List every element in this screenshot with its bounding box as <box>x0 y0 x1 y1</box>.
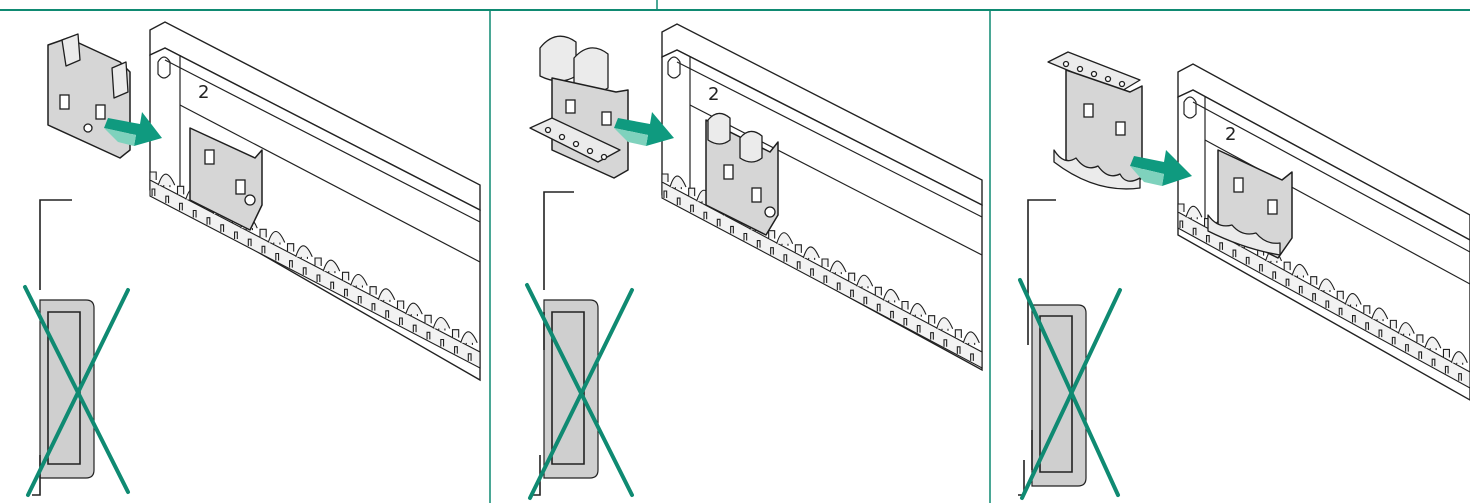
cross-out-mark <box>1018 278 1122 500</box>
direction-arrow <box>614 112 674 146</box>
cross-out-mark <box>525 283 634 500</box>
rack-bump <box>322 259 341 272</box>
rack-bump <box>909 303 927 315</box>
rack-tooth <box>314 257 322 282</box>
rail-label: 2 <box>1225 124 1236 145</box>
rack-bump <box>802 246 820 259</box>
rack-bump <box>1291 263 1309 276</box>
rack-tooth <box>1283 261 1291 287</box>
rack-tooth <box>794 244 802 269</box>
rack-bump <box>295 245 313 258</box>
perforated-bracket <box>1047 51 1143 190</box>
rack-bump <box>377 288 396 301</box>
mounting-rail <box>149 21 481 382</box>
rack-tooth <box>176 185 185 211</box>
rack-bump <box>350 273 368 286</box>
direction-arrow <box>104 112 162 146</box>
double-loop-bracket <box>529 35 629 179</box>
rack-tooth <box>1177 203 1185 228</box>
side-profile <box>532 191 599 496</box>
rack-tooth <box>821 258 829 283</box>
rack-tooth <box>1336 290 1344 316</box>
side-profile <box>32 199 95 496</box>
rack-tooth <box>341 271 350 297</box>
rack-tooth <box>286 243 295 268</box>
rack-tooth <box>1310 276 1318 301</box>
rack-bump <box>962 331 980 344</box>
rack-tooth <box>901 300 909 326</box>
rack-tooth <box>369 286 377 311</box>
rack-bump <box>432 316 451 329</box>
panel-2: 2 <box>525 23 983 500</box>
mounted-bracket <box>705 112 779 236</box>
rack-tooth <box>424 314 432 340</box>
rack-tooth <box>928 315 936 340</box>
rack-bump <box>1344 292 1362 305</box>
mounting-rail <box>661 23 983 372</box>
rail-label: 2 <box>198 82 209 103</box>
rail-label: 2 <box>708 84 719 105</box>
rack-bump <box>1318 278 1336 291</box>
rack-tooth <box>848 272 856 298</box>
rack-bump <box>1371 307 1389 320</box>
rack-tooth <box>1363 305 1371 330</box>
rack-tooth <box>768 230 776 255</box>
rack-bump <box>267 230 286 243</box>
mounted-bracket <box>189 127 263 231</box>
rack-tooth <box>396 300 405 325</box>
panel-3: 2 <box>1018 51 1470 500</box>
rack-bump <box>1185 205 1203 218</box>
mounted-bracket <box>1207 149 1293 259</box>
rack-bump <box>157 173 176 186</box>
rack-tooth <box>149 171 157 196</box>
rack-tooth <box>451 329 460 354</box>
rack-tooth <box>954 329 962 354</box>
rack-bump <box>1424 336 1442 349</box>
rack-bump <box>882 288 900 301</box>
rack-tooth <box>1389 319 1397 345</box>
frame-top-rule <box>0 0 1470 10</box>
rack-tooth <box>259 228 267 254</box>
rack-bump <box>460 331 478 344</box>
rack-bump <box>669 175 687 188</box>
rack-bump <box>776 232 794 244</box>
side-profile <box>1018 199 1087 496</box>
rack-bump <box>856 274 874 287</box>
cross-out-mark <box>23 285 130 497</box>
rack-bump <box>936 317 954 329</box>
rack-bump <box>405 302 423 315</box>
rack-tooth <box>874 286 882 312</box>
direction-arrow <box>1130 150 1192 186</box>
rack-tooth <box>688 187 696 213</box>
panel-1: 2 <box>23 21 481 497</box>
rack-bump <box>829 260 847 273</box>
rack-tooth <box>661 173 669 198</box>
rack-tooth <box>1416 334 1424 359</box>
rack-bump <box>1450 351 1468 363</box>
rack-tooth <box>1442 348 1450 374</box>
rack-bump <box>1397 322 1415 334</box>
